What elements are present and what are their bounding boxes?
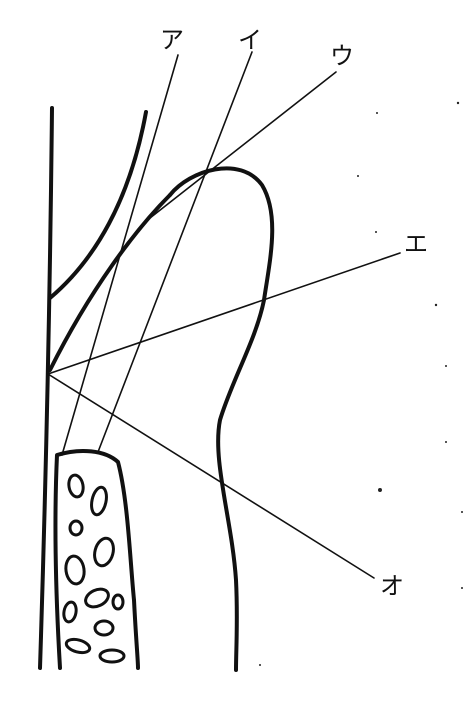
leader-line-o — [47, 373, 375, 579]
bone-cell — [67, 473, 85, 499]
bone-cell — [111, 593, 125, 611]
bone-cell — [98, 648, 126, 664]
label-o: オ — [380, 572, 404, 600]
leader-line-u — [149, 71, 337, 219]
upper-curve — [48, 110, 148, 300]
bone-block-outline — [53, 449, 140, 670]
bone-cell — [64, 637, 92, 655]
lobe-outline — [168, 166, 275, 672]
leader-line-e — [47, 252, 401, 375]
bone-cell — [64, 554, 86, 586]
bone-cell — [90, 485, 108, 517]
scan-specks — [259, 101, 463, 666]
leader-line-a — [61, 54, 179, 456]
bone-cell — [68, 519, 84, 537]
label-a: ア — [160, 26, 184, 54]
label-i: イ — [238, 26, 262, 54]
bone-cell — [93, 619, 115, 637]
bone-cell — [93, 536, 115, 568]
vertical-surface-line — [38, 106, 54, 670]
bone-cells — [62, 473, 126, 664]
middle-curve — [48, 193, 172, 372]
label-e: エ — [404, 230, 428, 258]
bone-cell — [62, 600, 78, 624]
label-u: ウ — [330, 42, 354, 70]
bone-cell — [84, 587, 110, 609]
leader-line-i — [97, 51, 253, 453]
